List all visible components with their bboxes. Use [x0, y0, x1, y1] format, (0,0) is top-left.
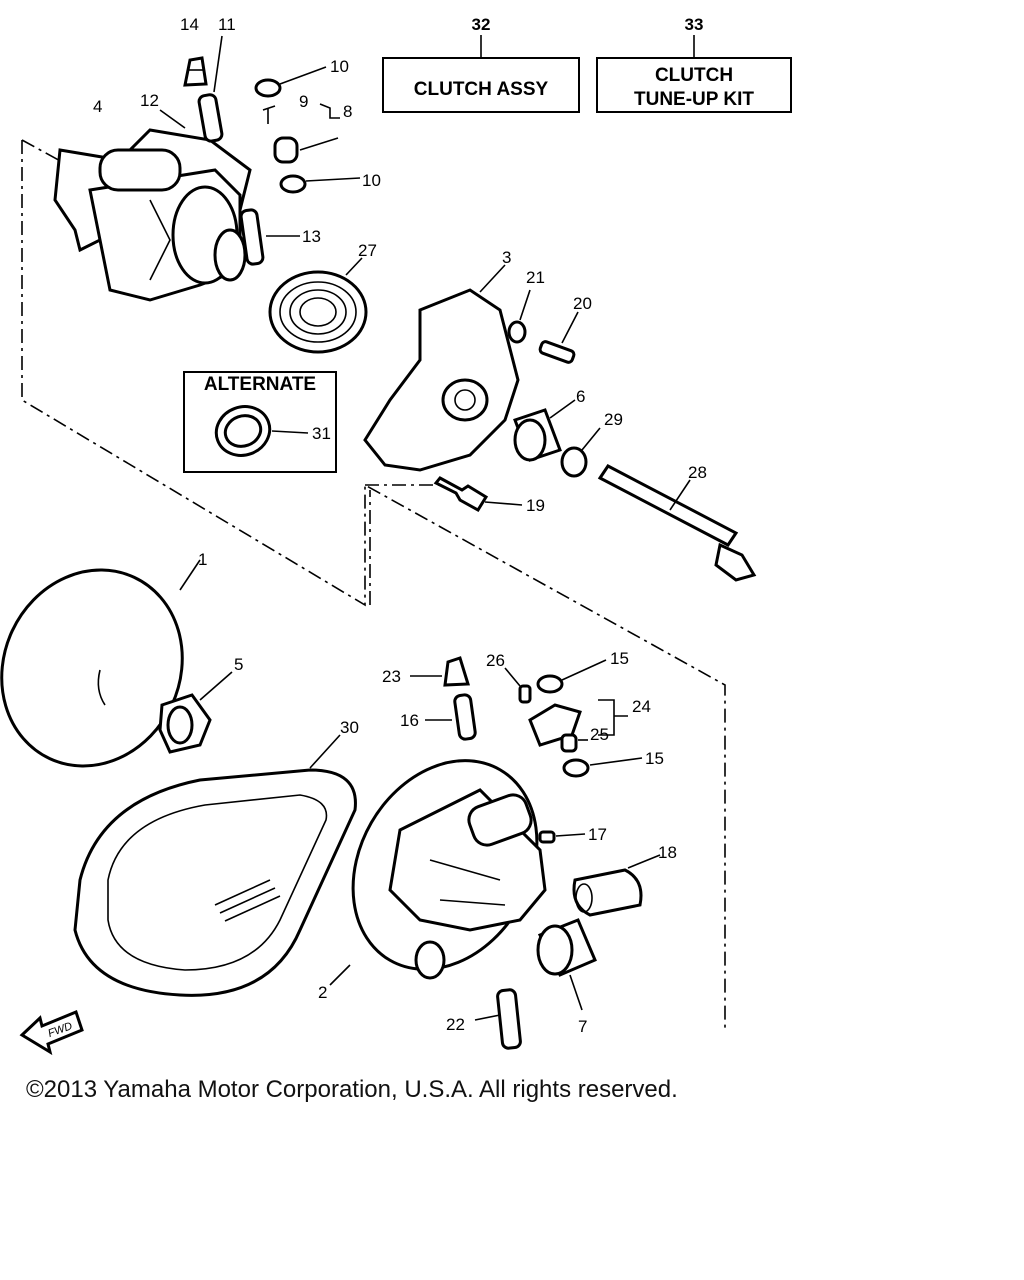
alternate-box: ALTERNATE 31	[183, 371, 337, 473]
label-1: 1	[198, 550, 207, 569]
part-2-movable-sheave	[329, 759, 547, 986]
label-32: 32	[472, 15, 491, 34]
part-19-bolt	[433, 476, 523, 513]
part-1-sheave	[0, 559, 201, 768]
label-10a: 10	[330, 57, 349, 76]
label-24: 24	[632, 697, 651, 716]
label-13: 13	[302, 227, 321, 246]
label-22: 22	[446, 1015, 465, 1034]
label-15b: 15	[645, 749, 664, 768]
part-21-nut	[507, 289, 531, 344]
exploded-parts-diagram: CLUTCH ASSY 32 CLUTCH TUNE-UP KIT 33 ALT…	[0, 15, 792, 1056]
label-26: 26	[486, 651, 505, 670]
label-29: 29	[604, 410, 623, 429]
part-25-roller	[560, 733, 588, 753]
part-11-pin	[197, 35, 224, 143]
label-28: 28	[688, 463, 707, 482]
fwd-arrow-icon: FWD	[19, 1010, 84, 1056]
part-15-washer-top	[536, 659, 607, 694]
label-21: 21	[526, 268, 545, 287]
label-6: 6	[576, 387, 585, 406]
label-20: 20	[573, 294, 592, 313]
label-4: 4	[93, 97, 102, 116]
label-15a: 15	[610, 649, 629, 668]
part-13-bolt	[239, 208, 300, 266]
part-16-pin	[425, 693, 477, 741]
label-11: 11	[218, 15, 236, 34]
label-14: 14	[180, 15, 199, 34]
label-27: 27	[358, 241, 377, 260]
label-12: 12	[140, 91, 159, 110]
part-17-pin	[538, 830, 586, 844]
part-23-cap	[410, 656, 471, 687]
part-10-washer-top	[254, 66, 327, 98]
label-16: 16	[400, 711, 419, 730]
label-18: 18	[658, 843, 677, 862]
part-20-bolt	[538, 311, 579, 364]
callout-box-33: CLUTCH TUNE-UP KIT 33	[596, 15, 792, 113]
label-3: 3	[502, 248, 511, 267]
label-17: 17	[588, 825, 607, 844]
part-4-spider	[53, 128, 252, 302]
part-3-cover	[363, 264, 520, 472]
label-23: 23	[382, 667, 401, 686]
box-33-line2: TUNE-UP KIT	[634, 89, 754, 110]
part-26-pin	[504, 667, 532, 704]
part-18-sleeve	[572, 854, 661, 917]
part-6-bushing	[513, 399, 576, 462]
part-10-washer-bottom	[279, 174, 361, 194]
label-2: 2	[318, 983, 327, 1002]
copyright-notice: ©2013 Yamaha Motor Corporation, U.S.A. A…	[26, 1076, 678, 1103]
label-9: 9	[299, 92, 308, 111]
callout-box-32: CLUTCH ASSY 32	[382, 15, 580, 113]
label-31: 31	[312, 424, 331, 443]
label-30: 30	[340, 718, 359, 737]
alternate-title: ALTERNATE	[204, 374, 316, 395]
label-10b: 10	[362, 171, 381, 190]
label-19: 19	[526, 496, 545, 515]
label-33: 33	[685, 15, 704, 34]
part-8-roller	[273, 136, 339, 164]
part-15-washer-bottom	[562, 757, 643, 778]
label-8: 8	[343, 102, 352, 121]
part-5-bushing	[158, 671, 233, 754]
part-27-spring	[268, 257, 368, 354]
box-32-text: CLUTCH ASSY	[414, 79, 549, 100]
part-22-bolt	[474, 988, 522, 1050]
part-29-washer	[560, 427, 601, 478]
part-14-cap	[183, 56, 208, 87]
part-9-clip	[262, 105, 276, 124]
label-7: 7	[578, 1017, 587, 1036]
box-33-line1: CLUTCH	[655, 65, 733, 86]
label-25: 25	[590, 725, 609, 744]
part-7-bushing	[536, 918, 597, 1011]
part-30-drive-belt	[73, 734, 357, 997]
label-5: 5	[234, 655, 243, 674]
part-24-weight	[528, 699, 628, 747]
part-28-bolt	[597, 464, 757, 582]
